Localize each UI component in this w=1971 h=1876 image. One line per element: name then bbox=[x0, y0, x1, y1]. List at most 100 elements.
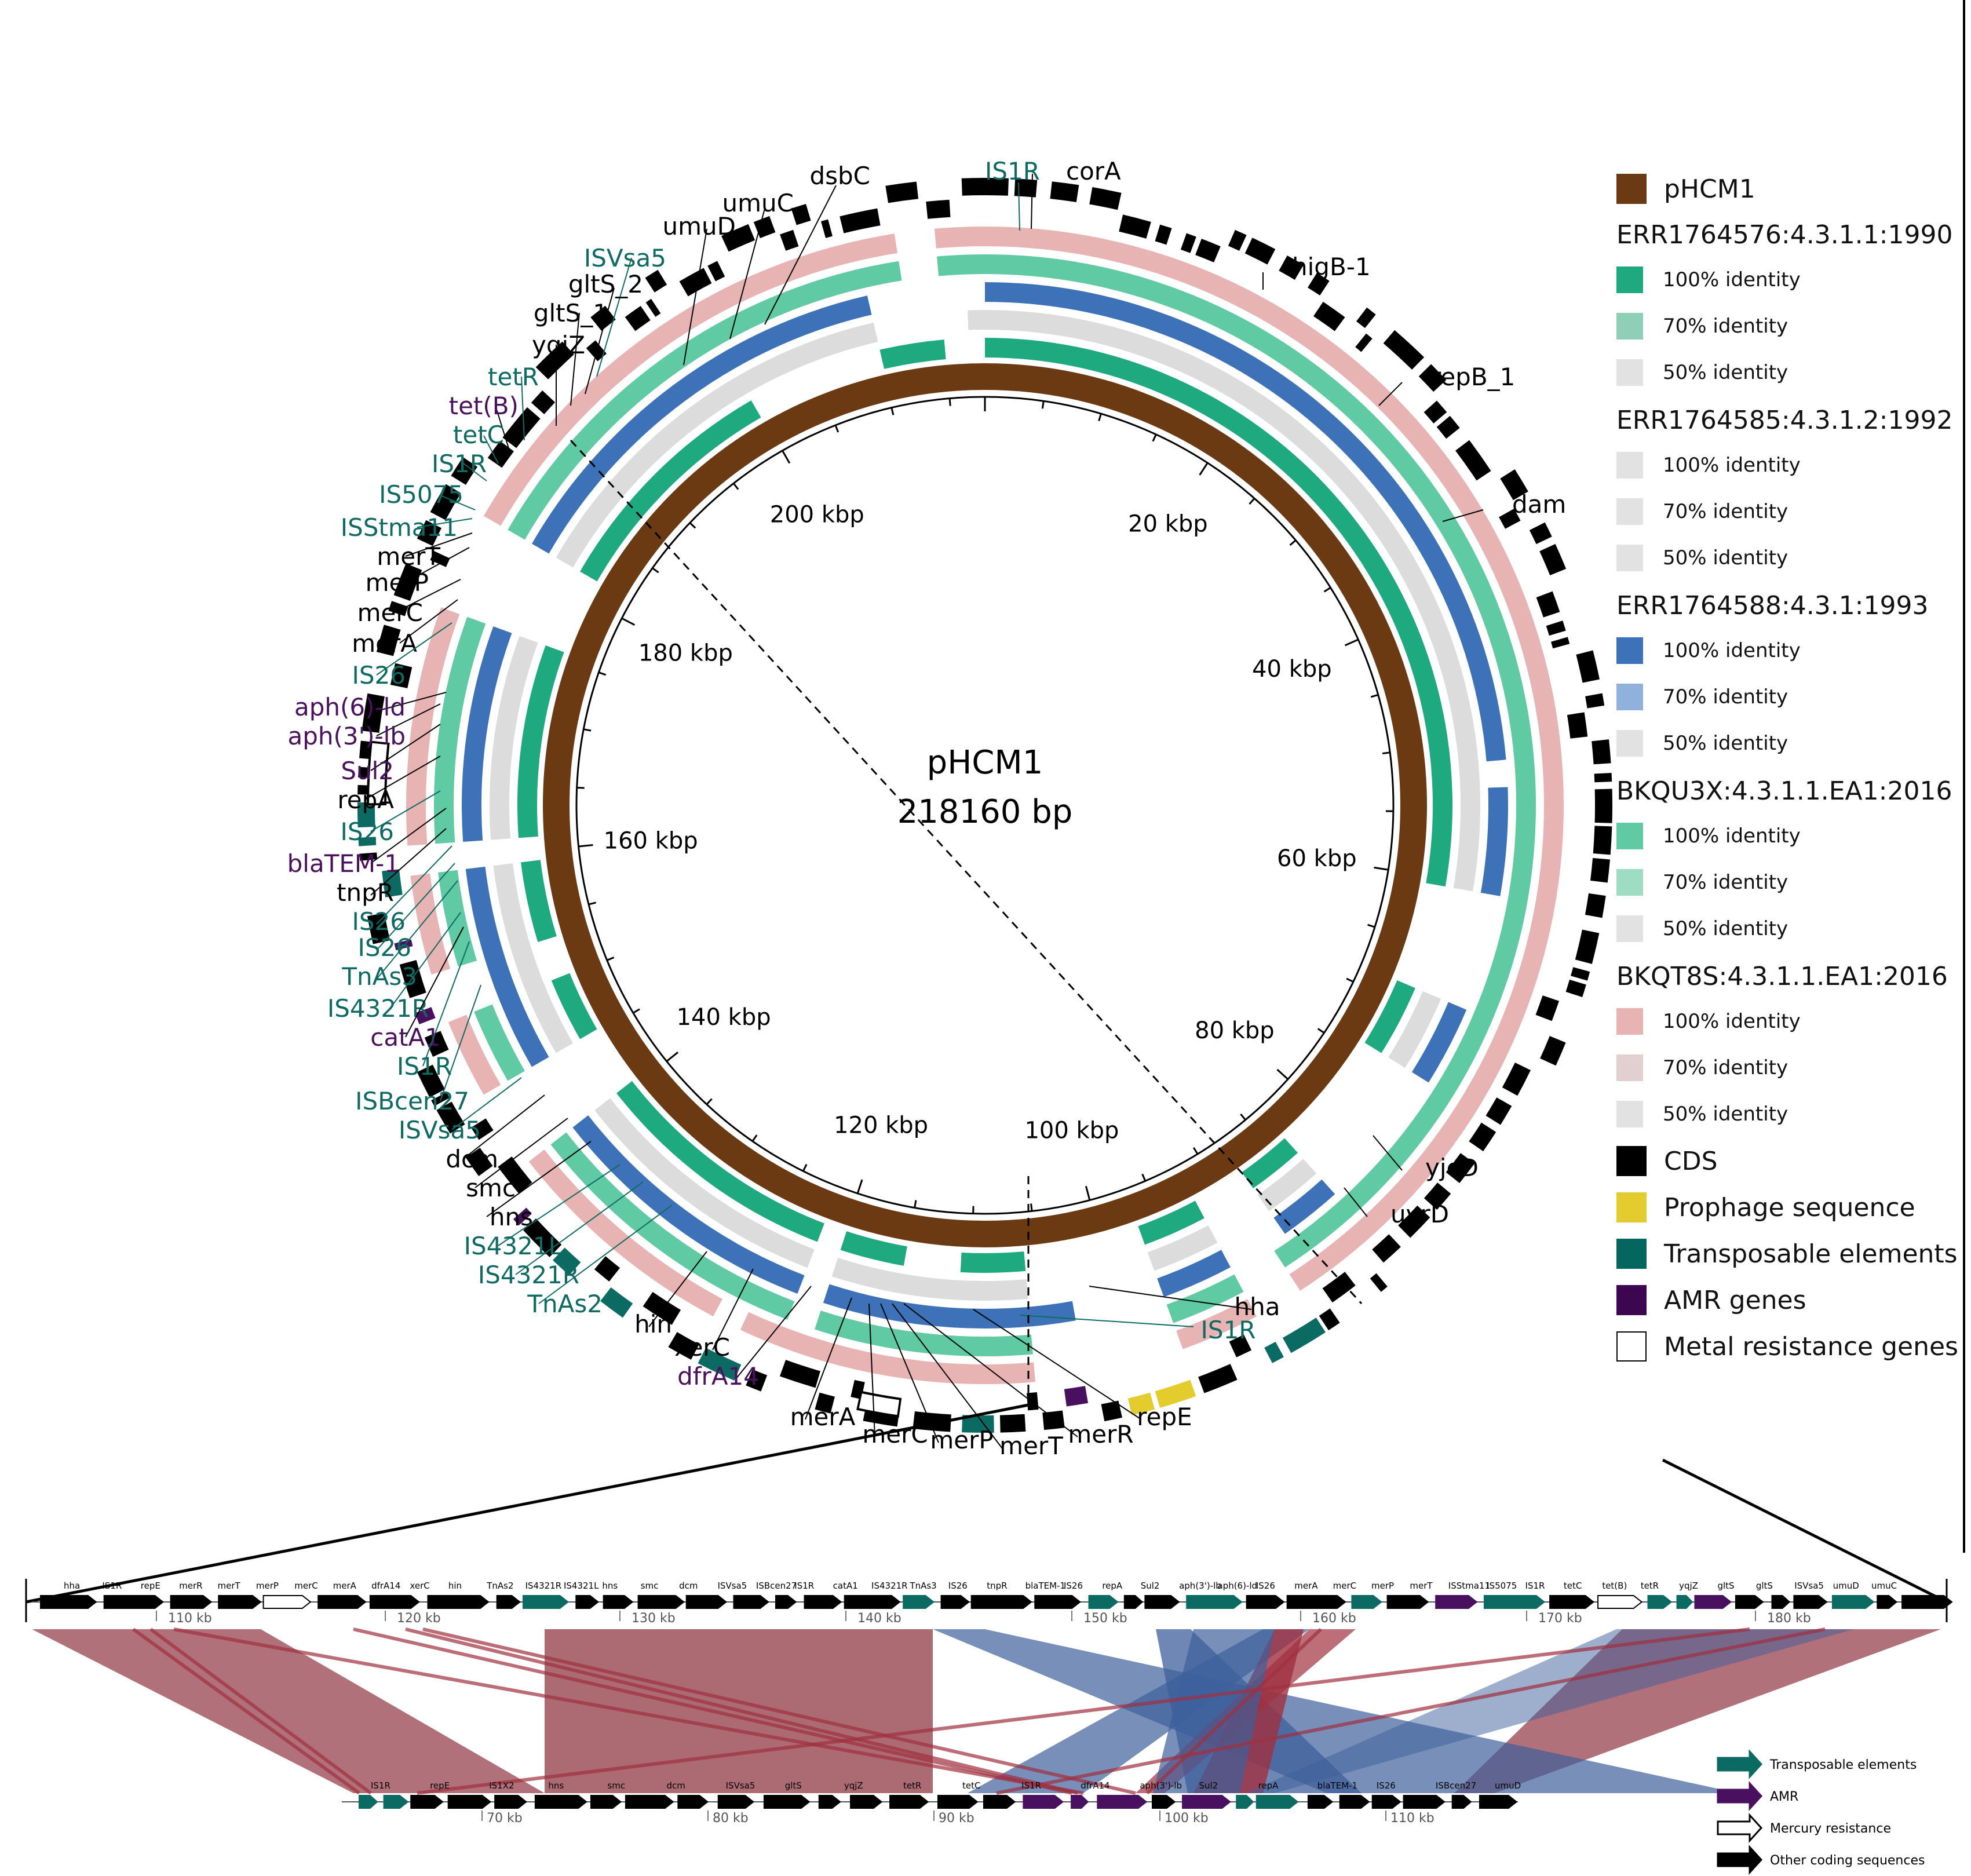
top-gene-arrow bbox=[1034, 1595, 1081, 1609]
top-gene-arrow bbox=[496, 1595, 521, 1609]
legend-row: Transposable elements bbox=[1616, 1239, 1958, 1269]
gene-label: aph(3')-lb bbox=[287, 722, 406, 750]
track-1-ring bbox=[1242, 1138, 1298, 1189]
track-3-ring bbox=[1411, 1002, 1467, 1083]
track-5-ring bbox=[528, 1149, 722, 1317]
top-gene-arrow bbox=[1735, 1595, 1764, 1609]
cds-block bbox=[502, 407, 541, 448]
cds-block bbox=[820, 219, 833, 238]
top-gene-label: repE bbox=[141, 1581, 160, 1591]
track-5-ring bbox=[406, 607, 460, 846]
gene-leader-line bbox=[475, 1118, 568, 1188]
synteny-link bbox=[1246, 1629, 1854, 1793]
gene-leader-line bbox=[683, 228, 707, 366]
legend-swatch bbox=[1616, 1146, 1647, 1176]
bottom-gene-label: umuD bbox=[1495, 1780, 1521, 1791]
gene-leader-line bbox=[393, 579, 461, 614]
gene-label: gltS_1 bbox=[534, 299, 608, 327]
legend-row: 50% identity bbox=[1616, 915, 1788, 942]
legend-label: Transposable elements bbox=[1664, 1239, 1958, 1269]
gene-label: repE bbox=[1137, 1403, 1192, 1431]
cds-block bbox=[1418, 364, 1447, 392]
gene-label: hin bbox=[634, 1310, 672, 1338]
gene-leader-line bbox=[405, 926, 464, 1038]
gene-leader-line bbox=[1018, 182, 1020, 231]
scale-tick bbox=[1382, 751, 1390, 754]
scale-label: 60 kbp bbox=[1277, 845, 1357, 872]
synteny-link bbox=[149, 1627, 372, 1795]
track-1-ring bbox=[616, 1081, 824, 1242]
gene-leader-line bbox=[463, 1094, 545, 1159]
track-1-ring bbox=[1138, 1200, 1204, 1245]
scale-label: 20 kbp bbox=[1128, 511, 1208, 538]
legend-row: BKQT8S:4.3.1.1.EA1:2016 bbox=[1616, 962, 1948, 991]
scale-tick bbox=[914, 1200, 917, 1208]
top-gene-label: Sul2 bbox=[1141, 1581, 1160, 1591]
bottom-track-genes bbox=[359, 1795, 1518, 1809]
track-4-ring bbox=[984, 254, 1536, 1268]
top-gene-arrow bbox=[1186, 1595, 1243, 1609]
bottom-gene-label: repE bbox=[430, 1780, 450, 1791]
cds-block bbox=[746, 1369, 768, 1392]
track-4-ring bbox=[815, 1311, 1033, 1356]
top-gene-label: IS26 bbox=[1256, 1581, 1275, 1591]
top-gene-arrow bbox=[40, 1595, 97, 1609]
scale-tick bbox=[1085, 1185, 1091, 1200]
scale-tick bbox=[621, 617, 636, 626]
gene-leader-line bbox=[486, 1141, 592, 1217]
legend-row: 50% identity bbox=[1616, 545, 1788, 571]
track-4-ring bbox=[474, 1004, 525, 1081]
scale-tick bbox=[1346, 977, 1354, 983]
cds-block bbox=[388, 601, 408, 616]
gene-leader-line bbox=[880, 1303, 939, 1443]
cds-block bbox=[1565, 979, 1586, 998]
bottom-gene-arrow bbox=[1451, 1795, 1472, 1809]
legend-swatch bbox=[1616, 1054, 1643, 1081]
top-gene-arrow bbox=[369, 1595, 420, 1609]
gene-label: Sul2 bbox=[341, 757, 394, 785]
cds-block bbox=[1279, 255, 1304, 280]
scale-tick bbox=[588, 901, 597, 906]
track-2-ring bbox=[984, 310, 1480, 892]
top-gene-label: tetC bbox=[1564, 1581, 1582, 1591]
bottom-gene-arrow bbox=[447, 1795, 492, 1809]
gene-label: tetC bbox=[453, 421, 504, 449]
cds-block bbox=[698, 1348, 742, 1381]
top-gene-arrow bbox=[427, 1595, 490, 1609]
gene-label: IS26 bbox=[341, 817, 395, 846]
gene-leader-line bbox=[570, 312, 580, 406]
cds-block bbox=[1244, 238, 1276, 265]
top-gene-label: merC bbox=[1333, 1581, 1356, 1591]
cds-block bbox=[451, 457, 478, 485]
cds-block bbox=[1575, 929, 1600, 964]
cds-block bbox=[999, 1414, 1026, 1433]
gene-label: merT bbox=[999, 1432, 1063, 1460]
top-gene-label: repA bbox=[1102, 1581, 1123, 1591]
synteny-link bbox=[353, 1627, 1072, 1795]
scale-tick bbox=[732, 483, 739, 490]
bottom-gene-label: ISVsa5 bbox=[726, 1780, 755, 1791]
bottom-gene-label: dcm bbox=[667, 1780, 685, 1791]
scale-label: 100 kbp bbox=[1024, 1117, 1119, 1144]
gene-leader-line bbox=[376, 703, 441, 736]
cds-block bbox=[1356, 307, 1376, 329]
gene-label: gltS_2 bbox=[568, 270, 643, 298]
track-5-ring bbox=[984, 227, 1564, 1291]
synteny-link bbox=[1454, 1629, 1941, 1793]
bottom-gene-arrow bbox=[937, 1795, 979, 1809]
legend-label: 100% identity bbox=[1663, 639, 1801, 662]
legend-row: pHCM1 bbox=[1616, 174, 1755, 204]
cds-block bbox=[1576, 650, 1600, 683]
cds-block bbox=[1585, 693, 1605, 709]
cds-block bbox=[1567, 712, 1588, 739]
cds-block bbox=[590, 305, 616, 331]
bottom-gene-arrow bbox=[889, 1795, 929, 1809]
cds-block bbox=[1264, 1341, 1284, 1363]
track-3-ring bbox=[823, 1284, 1076, 1328]
cds-block bbox=[679, 268, 712, 297]
synteny-link bbox=[173, 1627, 1084, 1795]
top-axis-label: 170 kb bbox=[1538, 1611, 1582, 1626]
gene-label: repB_1 bbox=[1431, 363, 1515, 391]
cds-block bbox=[791, 204, 811, 225]
